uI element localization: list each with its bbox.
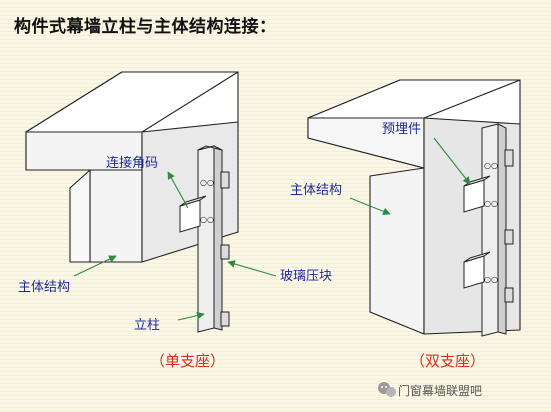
label-right-structure: 主体结构 (290, 183, 342, 198)
wechat-icon (378, 382, 396, 397)
svg-text:○○: ○○ (484, 199, 498, 208)
caption-single-support: （单支座） (150, 352, 225, 370)
svg-text:○○: ○○ (200, 215, 214, 224)
left-mullion: ○○ ○○ (197, 145, 230, 333)
caption-double-support: （双支座） (410, 352, 485, 370)
svg-text:○○: ○○ (200, 178, 214, 187)
left-arrows (73, 171, 277, 321)
label-connector-angle: 连接角码 (106, 155, 158, 171)
slide-title: 构件式幕墙立柱与主体结构连接： (14, 17, 277, 37)
label-embedded-part: 预埋件 (382, 122, 421, 137)
left-connector-angle (179, 195, 207, 233)
right-arrows (349, 137, 471, 216)
label-glass-block: 玻璃压块 (280, 269, 332, 284)
svg-text:○○: ○○ (484, 161, 498, 170)
svg-text:○○: ○○ (484, 275, 498, 284)
label-mullion: 立柱 (134, 318, 160, 333)
watermark-text: 门窗幕墙联盟吧 (398, 383, 482, 398)
right-connector-angles (463, 175, 491, 289)
label-left-structure: 主体结构 (18, 280, 70, 295)
